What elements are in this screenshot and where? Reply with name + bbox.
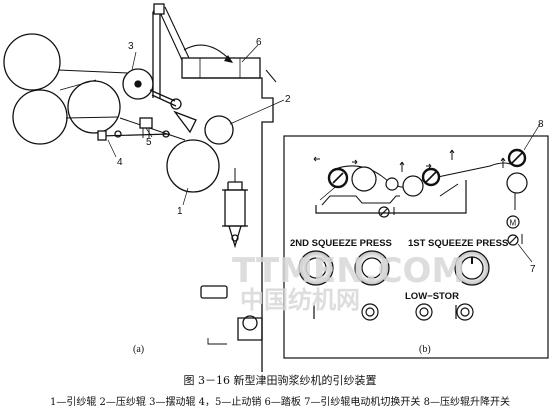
pull-roller-b3 <box>506 172 528 194</box>
column-rod <box>152 12 161 98</box>
panel-b: M <box>283 135 549 359</box>
part-label-3: 3 <box>128 41 134 52</box>
part-label-6: 6 <box>256 37 262 48</box>
press-roller-b2 <box>385 177 399 191</box>
first-press-plate: 1ST SQUEEZE PRESS <box>408 238 508 249</box>
first-press-knob[interactable] <box>454 250 490 286</box>
leaders-b <box>517 123 541 263</box>
control-panel-frame <box>283 135 549 359</box>
svg-text:M: M <box>510 219 517 228</box>
part-label-4: 4 <box>117 157 123 168</box>
stop-pin-5 <box>139 117 153 129</box>
slow-stor-plate: LOW−STOR <box>405 291 459 302</box>
pull-roller-b2 <box>402 175 424 197</box>
air-cylinder <box>224 189 246 227</box>
panel-b-label: (b) <box>419 344 431 355</box>
second-press-knob[interactable] <box>298 250 334 286</box>
treadle-housing <box>181 57 261 79</box>
large-center-roller <box>67 80 121 134</box>
figure-legend: 1—引纱辊 2—压纱辊 3—摆动辊 4，5—止动销 6—踏板 7—引纱辊电动机切… <box>50 397 510 408</box>
part-label-2: 2 <box>285 94 291 105</box>
part-label-5: 5 <box>146 137 152 148</box>
press-roller <box>204 115 234 145</box>
watermark-latin: TTMEN.COM <box>232 251 465 291</box>
schematic-base <box>315 180 467 214</box>
frame-slot <box>200 285 228 299</box>
figure-caption: 图 3－16 新型津田驹浆纱机的引纱装置 <box>183 374 377 387</box>
part-label-8: 8 <box>538 119 544 130</box>
watermark-cn: 中国纺机网 <box>240 286 360 314</box>
part-label-7: 7 <box>530 264 536 275</box>
stop-pin-rod <box>99 133 171 137</box>
mid-press-knob[interactable] <box>354 250 390 286</box>
leaders-a <box>107 44 285 206</box>
bottom-switch-3[interactable] <box>456 303 474 321</box>
second-press-plate: 2ND SQUEEZE PRESS <box>290 238 392 249</box>
pull-roller-b1 <box>351 166 377 192</box>
lower-left-roller <box>12 89 68 145</box>
upper-left-roller <box>3 33 61 91</box>
figure-diagram: 3 6 2 4 5 1 (a) <box>3 3 549 372</box>
switch-mid[interactable] <box>378 206 390 218</box>
pull-roller <box>166 139 220 193</box>
panel-a <box>3 3 277 372</box>
swing-roller <box>122 68 154 100</box>
bottom-switch-1[interactable] <box>361 303 379 321</box>
machine-frame <box>183 77 274 372</box>
bottom-switch-2[interactable] <box>415 303 433 321</box>
panel-a-label: (a) <box>133 344 144 355</box>
motor-symbol <box>506 215 520 229</box>
part-label-1: 1 <box>177 206 183 217</box>
stop-pin-4 <box>97 130 107 141</box>
updown-arrows <box>313 149 506 172</box>
slanted-lever <box>157 6 190 61</box>
motion-arrow <box>183 44 233 63</box>
